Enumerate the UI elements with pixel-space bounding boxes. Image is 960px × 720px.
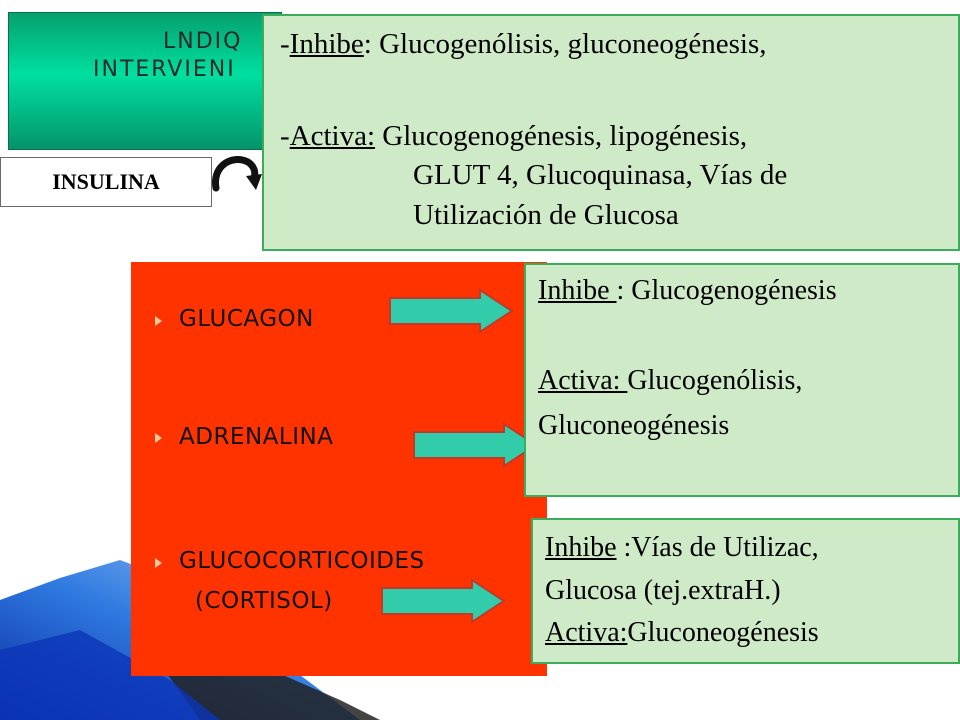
inhibe-text: : Glucogenogénesis [616, 275, 837, 306]
insulina-label: INSULINA [52, 169, 160, 194]
title-banner: LNDIQ INTERVIENI [8, 12, 282, 150]
activa-label: Activa: [538, 365, 628, 396]
right-block-arrow-icon [389, 288, 514, 334]
cortisol-inhibe-line: Inhibe :Vías de Utilizac, [545, 532, 819, 564]
triangle-bullet-icon [155, 433, 162, 443]
insulina-activa-line: -Activa: Glucogenogénesis, lipogénesis, [280, 120, 747, 153]
inhibe-label: Inhibe [545, 532, 617, 563]
insulina-activa-line-3: Utilización de Glucosa [413, 199, 679, 231]
right-block-arrow-icon [381, 578, 506, 624]
dash: - [280, 28, 290, 60]
cortisol-line-2: Glucosa (tej.extraH.) [545, 575, 781, 606]
activa-text: Gluconeogénesis [627, 617, 819, 648]
hormone-glucocorticoides: GLUCOCORTICOIDES [179, 548, 425, 574]
right-block-arrow-icon [413, 422, 538, 468]
hormones-panel: GLUCAGON ADRENALINA GLUCOCORTICOIDES (CO… [131, 262, 547, 676]
inhibe-text: :Vías de Utilizac, [616, 532, 819, 563]
triangle-bullet-icon [155, 316, 162, 326]
cortisol-activa-line: Activa:Gluconeogénesis [545, 617, 819, 649]
glucagon-activa-line: Activa: Glucogenólisis, [538, 365, 802, 397]
insulina-effects-box: -Inhibe: Glucogenólisis, gluconeogénesis… [262, 14, 960, 251]
activa-label: Activa: [289, 120, 376, 152]
title-line-2: INTERVIENI [93, 57, 236, 82]
insulina-activa-line-2: GLUT 4, Glucoquinasa, Vías de [413, 159, 788, 191]
triangle-bullet-icon [155, 558, 162, 568]
glucagon-activa-line-2: Gluconeogénesis [538, 410, 730, 441]
hormone-adrenalina: ADRENALINA [179, 424, 334, 450]
hormone-glucagon: GLUCAGON [179, 306, 314, 332]
cortisol-effects-box: Inhibe :Vías de Utilizac, Glucosa (tej.e… [531, 518, 960, 664]
inhibe-label: Inhibe [538, 275, 617, 306]
glucagon-effects-box: Inhibe : Glucogenogénesis Activa: Glucog… [524, 263, 960, 497]
inhibe-label: Inhibe [289, 28, 364, 60]
activa-label: Activa: [545, 617, 628, 648]
dash: - [280, 120, 290, 152]
glucagon-inhibe-line: Inhibe : Glucogenogénesis [538, 275, 837, 307]
activa-text: Glucogenólisis, [627, 365, 803, 396]
insulina-label-box: INSULINA [0, 157, 212, 207]
curved-arrow-icon [212, 156, 262, 192]
activa-text: Glucogenogénesis, lipogénesis, [375, 120, 748, 152]
insulina-inhibe-line: -Inhibe: Glucogenólisis, gluconeogénesis… [280, 28, 766, 61]
title-line-1: LNDIQ [163, 29, 243, 54]
inhibe-text: : Glucogenólisis, gluconeogénesis, [363, 28, 767, 60]
hormone-cortisol: (CORTISOL) [195, 588, 333, 614]
